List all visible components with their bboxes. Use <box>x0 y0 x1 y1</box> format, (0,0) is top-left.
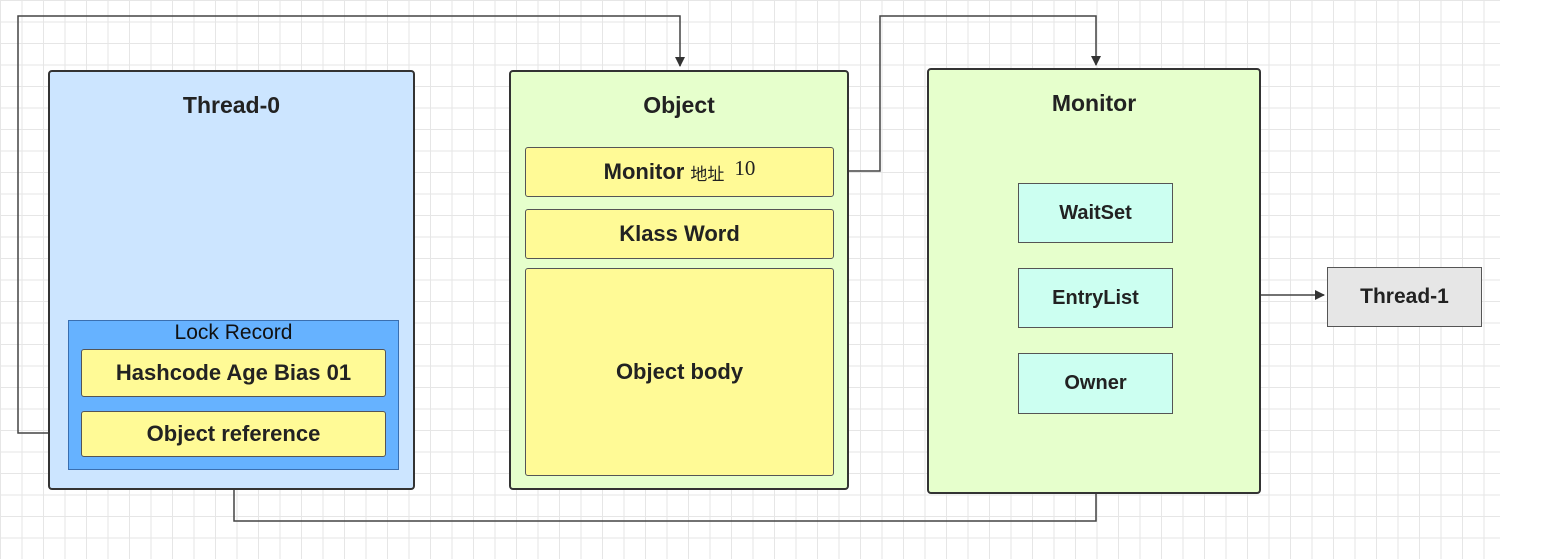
monitor-address-cjk: 地址 <box>690 164 725 185</box>
monitor-box: Monitor WaitSet EntryList Owner <box>927 68 1261 494</box>
monitor-address-value: 10 <box>734 155 756 180</box>
object-title: Object <box>643 92 715 118</box>
object-box: Object Monitor 地址 10 Klass Word Object b… <box>509 70 849 490</box>
lock-record-box: Lock Record Hashcode Age Bias 01 Object … <box>68 320 399 470</box>
object-reference-field: Object reference <box>81 411 386 457</box>
monitor-address-field: Monitor 地址 10 <box>525 147 834 197</box>
owner-box: Owner <box>1018 353 1173 414</box>
thread-0-box: Thread-0 Lock Record Hashcode Age Bias 0… <box>48 70 415 490</box>
object-body-field: Object body <box>525 268 834 476</box>
monitor-address-arrow <box>833 15 1101 172</box>
thread-1-box: Thread-1 <box>1327 267 1482 327</box>
object-reference-arrow <box>17 15 685 434</box>
monitor-title: Monitor <box>1051 90 1137 116</box>
klass-word-field: Klass Word <box>525 209 834 259</box>
lock-record-title: Lock Record <box>174 321 293 344</box>
monitor-address-label: Monitor <box>603 159 685 184</box>
hashcode-field: Hashcode Age Bias 01 <box>81 349 386 397</box>
entrylist-box: EntryList <box>1018 268 1173 328</box>
thread-0-title: Thread-0 <box>182 92 281 118</box>
thread-1-title: Thread-1 <box>1360 285 1449 308</box>
waitset-box: WaitSet <box>1018 183 1173 243</box>
